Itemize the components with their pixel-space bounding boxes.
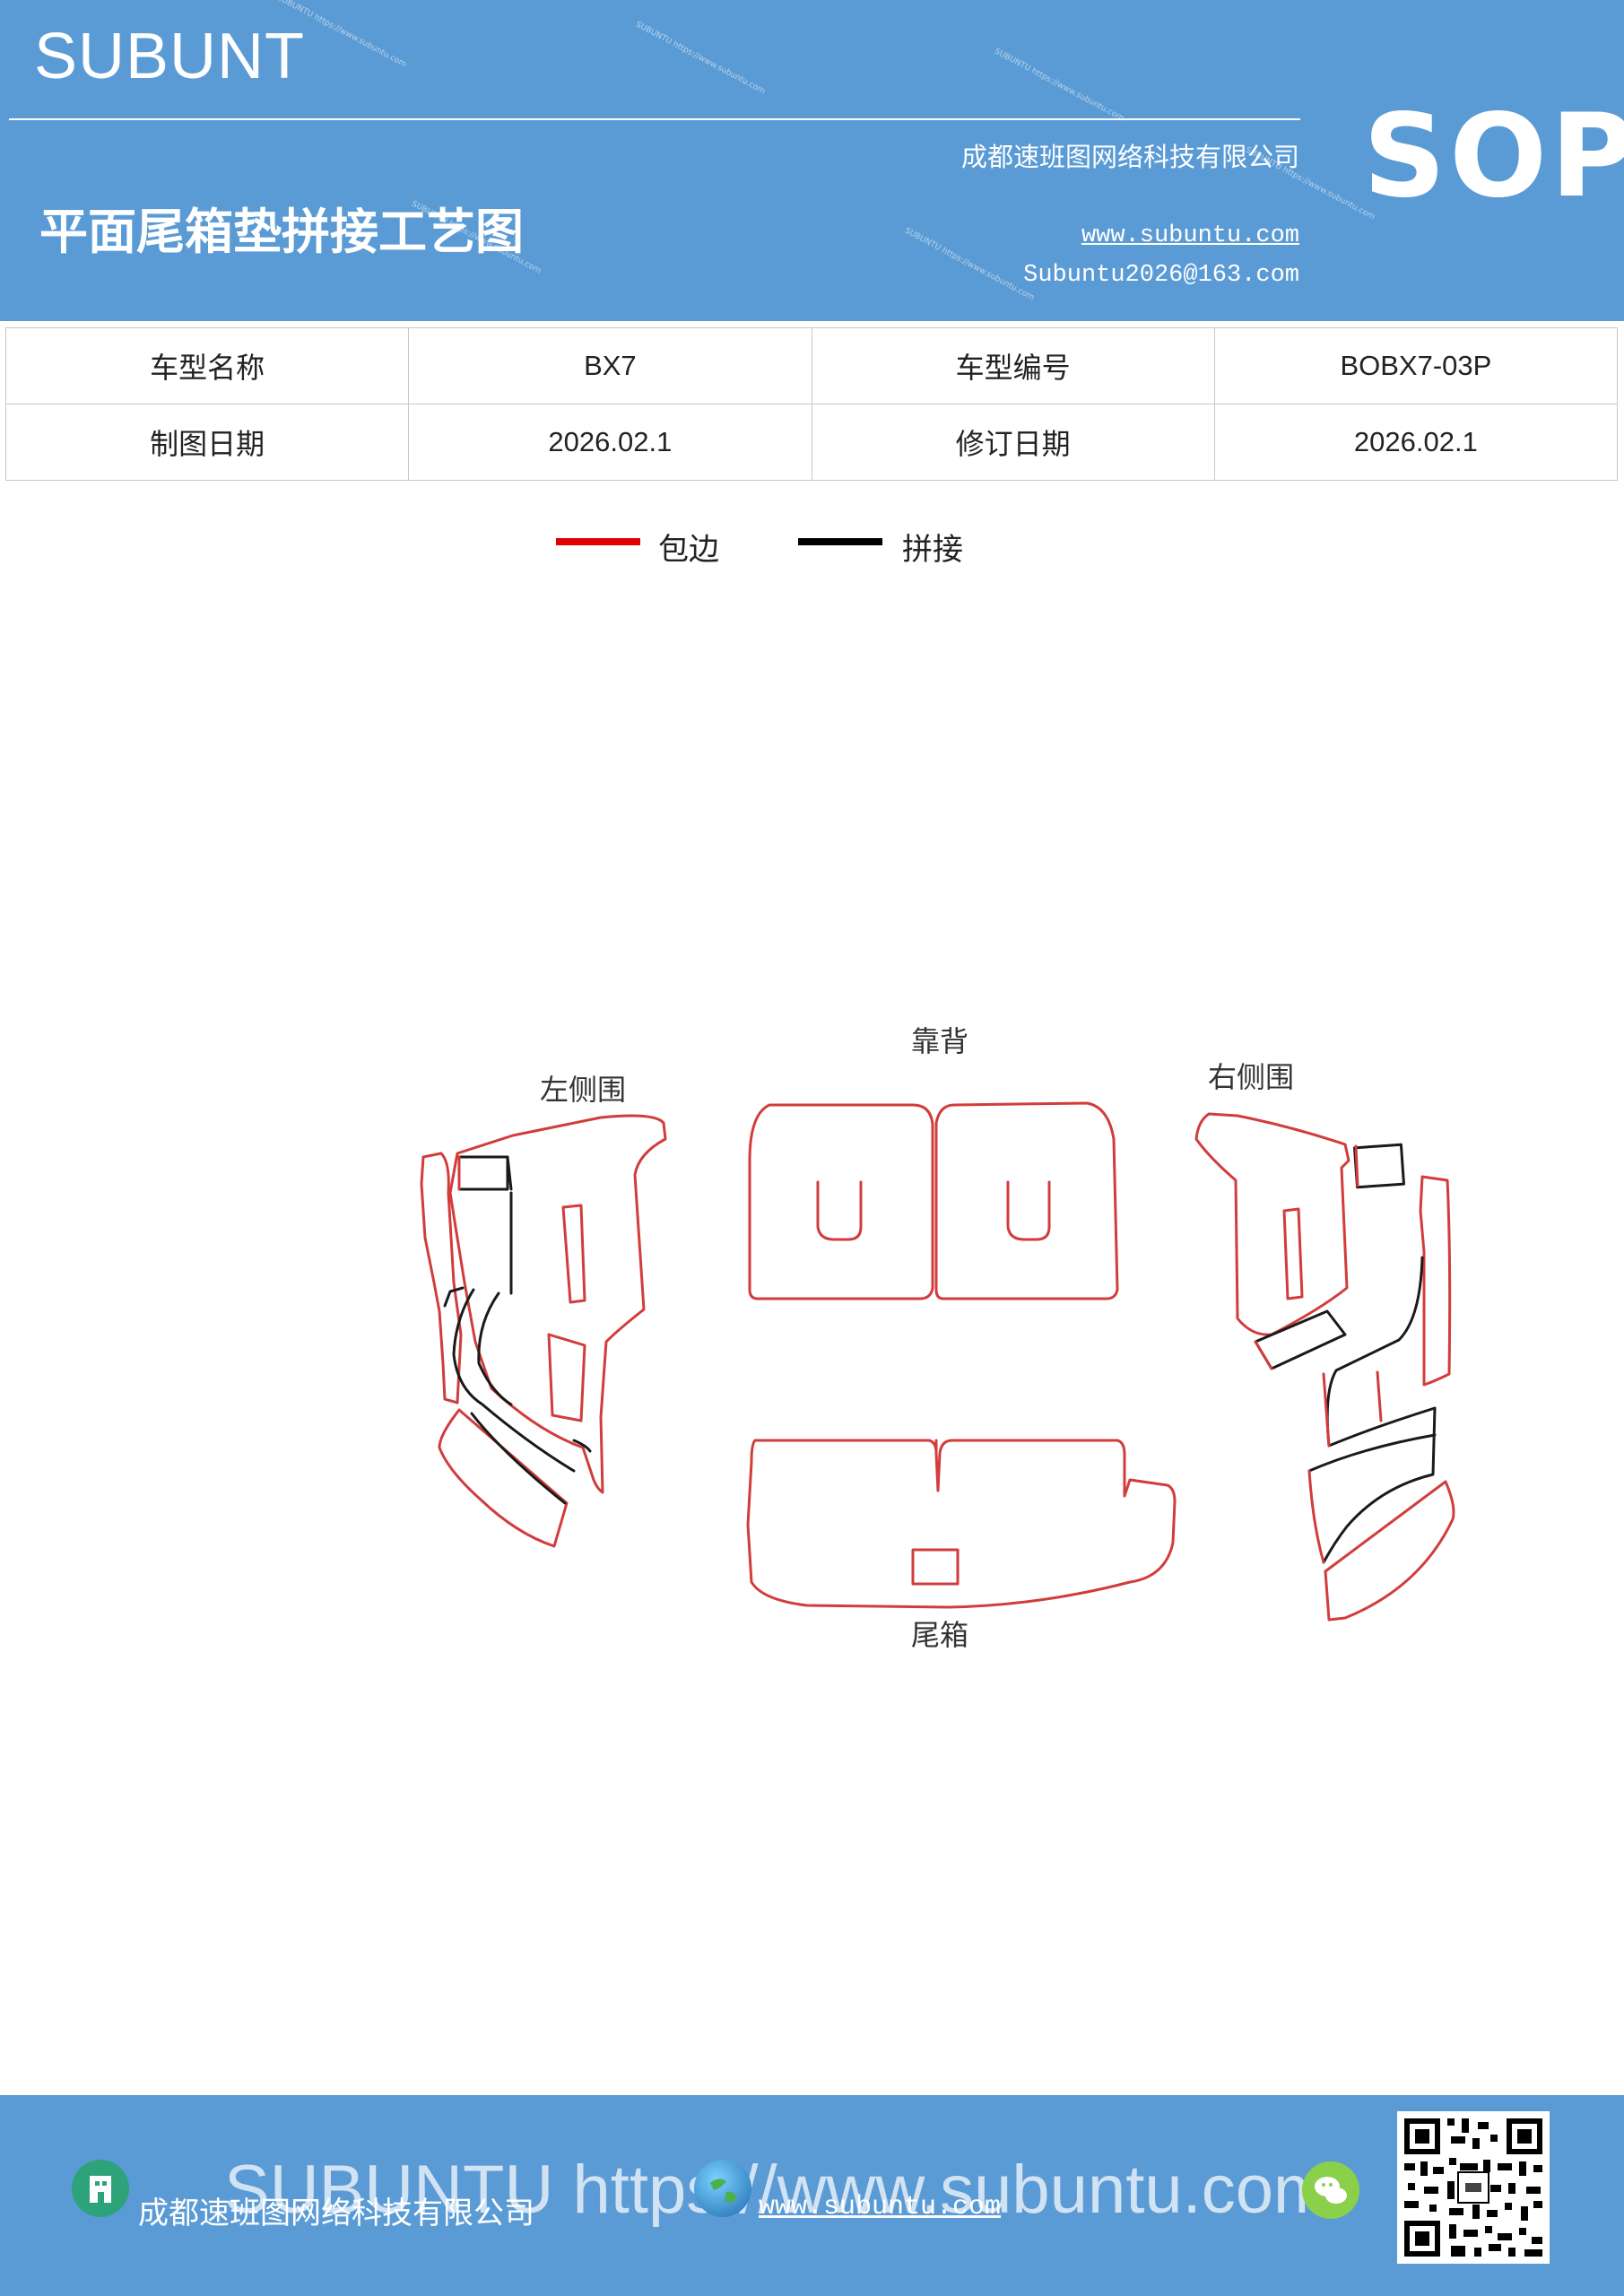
legend: 包边 拼接 <box>0 520 1624 574</box>
right-side-panel <box>1194 1112 1455 1622</box>
label-trunk: 尾箱 <box>911 1618 968 1652</box>
footer-company: 成都速班图网络科技有限公司 <box>138 2196 534 2231</box>
sop-badge: SOP <box>1363 90 1624 223</box>
label-right: 右侧围 <box>1208 1060 1294 1094</box>
table-cell: 车型名称 <box>4 327 410 404</box>
table-cell: 2026.02.1 <box>408 404 812 481</box>
company-name: 成都速班图网络科技有限公司 <box>960 142 1299 172</box>
building-icon <box>72 2160 129 2217</box>
legend-swatch-edge <box>556 538 640 545</box>
vehicle-info-table: 车型名称 BX7 车型编号 BOBX7-03P 制图日期 2026.02.1 修… <box>4 327 1619 481</box>
website-link[interactable]: www.subuntu.com <box>1081 222 1299 249</box>
table-row: 车型名称 BX7 车型编号 BOBX7-03P <box>4 327 1619 404</box>
label-back: 靠背 <box>911 1024 968 1058</box>
table-cell: 修订日期 <box>811 404 1215 481</box>
table-cell: BX7 <box>408 327 812 404</box>
trunk-floor <box>746 1439 1177 1609</box>
globe-icon <box>710 2179 737 2203</box>
email-address[interactable]: Subuntu2026@163.com <box>1023 262 1299 289</box>
wechat-icon <box>1315 2177 1347 2204</box>
table-cell: 2026.02.1 <box>1213 404 1619 481</box>
footer-website-link[interactable]: www.subuntu.com <box>759 2192 1002 2222</box>
trunk-mat-diagram: 靠背 左侧围 右侧围 尾箱 <box>420 1024 1455 1652</box>
header-banner: SUBUNT 成都速班图网络科技有限公司 平面尾箱垫拼接工艺图 www.subu… <box>0 0 1624 321</box>
legend-label-edge: 包边 <box>658 532 719 568</box>
table-cell: BOBX7-03P <box>1213 327 1619 404</box>
backrest-panels <box>748 1101 1119 1300</box>
qr-code-image <box>1397 2111 1550 2264</box>
legend-label-seam: 拼接 <box>902 532 963 568</box>
watermark: SUBUNTU https://www.subuntu.com <box>1244 145 1376 222</box>
left-side-panel <box>420 1114 667 1548</box>
document-title: 平面尾箱垫拼接工艺图 <box>39 204 524 260</box>
table-cell: 车型编号 <box>811 327 1215 404</box>
watermark: SUBUNTU https://www.subuntu.com <box>634 20 767 97</box>
label-left: 左侧围 <box>540 1073 626 1107</box>
legend-swatch-seam <box>798 538 882 545</box>
footer-banner: SUBUNTU https://www.subuntu.com 成都速班图网络科… <box>0 2095 1624 2296</box>
qr-code[interactable] <box>1397 2111 1550 2264</box>
globe-icon <box>694 2160 751 2217</box>
table-cell: 制图日期 <box>4 404 410 481</box>
header-divider <box>9 118 1300 120</box>
table-row: 制图日期 2026.02.1 修订日期 2026.02.1 <box>4 404 1619 481</box>
brand-logo-text: SUBUNT <box>34 21 306 92</box>
watermark: SUBUNTU https://www.subuntu.com <box>903 226 1036 303</box>
footer-watermark: SUBUNTU https://www.subuntu.com <box>224 2152 1331 2228</box>
building-icon <box>90 2176 111 2203</box>
wechat-icon[interactable] <box>1302 2161 1359 2219</box>
watermark: SUBUNTU https://www.subuntu.com <box>993 47 1125 124</box>
